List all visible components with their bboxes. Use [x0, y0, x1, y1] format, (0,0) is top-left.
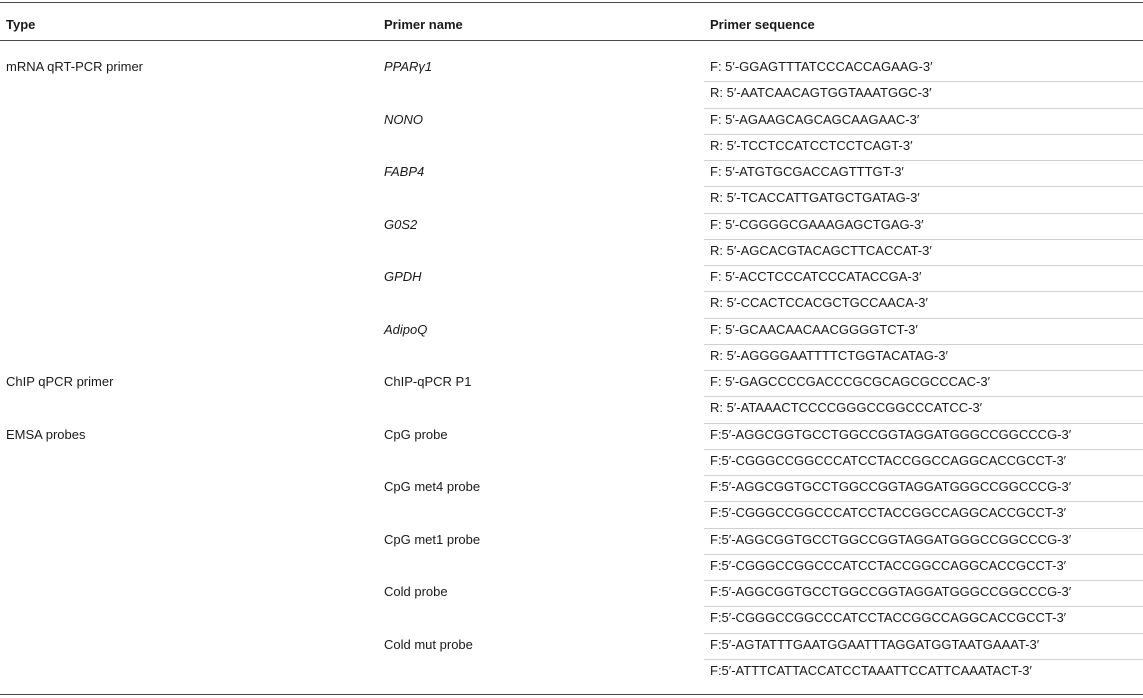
sequence-row-divider	[704, 107, 1143, 109]
primer-sequence-cell: R: 5′-AATCAACAGTGGTAAATGGC-3′	[710, 85, 932, 101]
primer-sequence-cell: F: 5′-GAGCCCCGACCCGCGCAGCGCCCAC-3′	[710, 374, 991, 389]
primer-name-cell: GPDH	[384, 269, 422, 284]
sequence-row-divider	[704, 606, 1143, 608]
type-cell: mRNA qRT-PCR primer	[6, 59, 144, 74]
table-header: Type Primer name Primer sequence	[0, 3, 1143, 40]
sequence-row-divider	[704, 370, 1143, 371]
primer-name-cell: CpG met1 probe	[384, 531, 481, 547]
primer-sequence-cell: F: 5′-GGAGTTTATCCCACCAGAAG-3′	[710, 59, 933, 74]
table-row: EMSA probes CpG probe F:5′-AGGCGGTGCCTGGCC…	[0, 422, 1143, 448]
primer-sequence-cell: R: 5′-CCACTCCACGCTGCCAACA-3′	[710, 295, 928, 311]
table-row: CpG met1 probe F:5′-AGGCGGTGCCTGGCCGGTAGG…	[0, 527, 1143, 553]
primer-sequence-cell: F:5′-CGGGCCGGCCCATCCTACCGGCCAGGCACCGCCT-…	[710, 505, 1067, 521]
primer-sequence-cell: R: 5′-AGGGGAATTTTCTGGTACATAG-3′	[710, 347, 948, 363]
sequence-row-divider	[704, 527, 1143, 529]
primer-name-cell: Cold probe	[384, 584, 448, 599]
table-row: FABP4 F: 5′-ATGTGCGACCAGTTTGT-3′	[0, 160, 1143, 185]
sequence-row-divider	[704, 186, 1143, 188]
primer-sequence-cell: F: 5′-CGGGGCGAAAGAGCTGAG-3′	[710, 216, 924, 232]
primer-name-cell: Cold mut probe	[384, 636, 473, 652]
sequence-row-divider	[704, 553, 1143, 555]
table-row: NONO F: 5′-AGAAGCAGCAGCAAGAAC-3′	[0, 107, 1143, 133]
primer-sequence-cell: F: 5′-ATGTGCGACCAGTTTGT-3′	[710, 164, 904, 179]
primer-name-cell: FABP4	[384, 164, 425, 179]
primer-name-cell: CpG met4 probe	[384, 479, 481, 494]
sequence-row-divider	[704, 580, 1143, 581]
header-primer-name: Primer name	[384, 17, 463, 32]
sequence-row-divider	[704, 317, 1143, 319]
primer-name-cell: ChIP-qPCR P1	[384, 374, 472, 389]
table-header-rule	[0, 40, 1143, 41]
table-row: F:5′-CGGGCCGGCCCATCCTACCGGCCAGGCACCGCCT-…	[0, 448, 1143, 474]
primer-name-cell: PPARγ1	[384, 59, 433, 74]
table-row: R: 5′-ATAAACTCCCCGGGCCGGCCCATCC-3′	[0, 396, 1143, 421]
primer-sequence-cell: F:5′-CGGGCCGGCCCATCCTACCGGCCAGGCACCGCCT-…	[710, 610, 1067, 626]
primer-sequence-cell: F:5′-AGGCGGTGCCTGGCCGGTAGGATGGGCCGGCCCG-…	[710, 479, 1072, 494]
sequence-row-divider	[704, 501, 1143, 503]
table-row: R: 5′-TCACCATTGATGCTGATAG-3′	[0, 186, 1143, 211]
table-row: CpG met4 probe F:5′-AGGCGGTGCCTGGCCGGTAGG…	[0, 475, 1143, 500]
primer-sequence-cell: F:5′-AGGCGGTGCCTGGCCGGTAGGATGGGCCGGCCCG-…	[710, 584, 1072, 599]
table-row: R: 5′-TCCTCCATCCTCCTCAGT-3′	[0, 133, 1143, 159]
sequence-row-divider	[704, 133, 1143, 135]
table-row: F:5′-CGGGCCGGCCCATCCTACCGGCCAGGCACCGCCT-…	[0, 553, 1143, 579]
primer-sequence-cell: F: 5′-GCAACAACAACGGGGTCT-3′	[710, 321, 918, 337]
header-type: Type	[6, 17, 36, 32]
sequence-row-divider	[704, 160, 1143, 161]
primer-sequence-cell: R: 5′-ATAAACTCCCCGGGCCGGCCCATCC-3′	[710, 400, 983, 416]
primer-sequence-cell: F:5′-CGGGCCGGCCCATCCTACCGGCCAGGCACCGCCT-…	[710, 557, 1067, 573]
table-row: Cold probe F:5′-AGGCGGTGCCTGGCCGGTAGGATGG…	[0, 580, 1143, 605]
primer-name-cell: AdipoQ	[384, 321, 428, 337]
sequence-row-divider	[704, 448, 1143, 450]
table-row: mRNA qRT-PCR primer PPARγ1 F: 5′-GGAGTTTAT…	[0, 55, 1143, 80]
table-row: GPDH F: 5′-ACCTCCCATCCCATACCGA-3′	[0, 265, 1143, 290]
sequence-row-divider	[704, 81, 1143, 83]
table-row: R: 5′-AGCACGTACAGCTTCACCAT-3′	[0, 238, 1143, 264]
sequence-row-divider	[704, 658, 1143, 660]
sequence-row-divider	[704, 475, 1143, 476]
table-row: R: 5′-AGGGGAATTTTCTGGTACATAG-3′	[0, 343, 1143, 369]
type-cell: EMSA probes	[6, 426, 86, 442]
sequence-row-divider	[704, 396, 1143, 398]
sequence-row-divider	[704, 212, 1143, 214]
table-row: G0S2 F: 5′-CGGGGCGAAAGAGCTGAG-3′	[0, 212, 1143, 238]
sequence-row-divider	[704, 291, 1143, 293]
primer-sequence-cell: F:5′-AGGCGGTGCCTGGCCGGTAGGATGGGCCGGCCCG-…	[710, 426, 1072, 442]
table-top-rule	[0, 2, 1143, 3]
primer-name-cell: CpG probe	[384, 426, 448, 442]
primer-sequence-cell: F:5′-ATTTCATTACCATCCTAAATTCCATTCAAATACT-…	[710, 662, 1032, 678]
primer-sequence-cell: R: 5′-TCCTCCATCCTCCTCAGT-3′	[710, 137, 913, 153]
sequence-row-divider	[704, 343, 1143, 345]
table-row: AdipoQ F: 5′-GCAACAACAACGGGGTCT-3′	[0, 317, 1143, 343]
table-row: F:5′-ATTTCATTACCATCCTAAATTCCATTCAAATACT-…	[0, 658, 1143, 684]
primer-sequence-cell: F:5′-CGGGCCGGCCCATCCTACCGGCCAGGCACCGCCT-…	[710, 452, 1067, 468]
table-row: R: 5′-AATCAACAGTGGTAAATGGC-3′	[0, 81, 1143, 106]
primer-sequence-cell: F:5′-AGGCGGTGCCTGGCCGGTAGGATGGGCCGGCCCG-…	[710, 531, 1072, 547]
primer-sequence-cell: F:5′-AGTATTTGAATGGAATTTAGGATGGTAATGAAAT-…	[710, 636, 1040, 652]
table-row: F:5′-CGGGCCGGCCCATCCTACCGGCCAGGCACCGCCT-…	[0, 606, 1143, 631]
primer-name-cell: NONO	[384, 111, 423, 127]
sequence-row-divider	[704, 422, 1143, 424]
primer-sequence-cell: R: 5′-TCACCATTGATGCTGATAG-3′	[710, 190, 920, 206]
primer-sequence-cell: F: 5′-ACCTCCCATCCCATACCGA-3′	[710, 269, 922, 284]
header-primer-sequence: Primer sequence	[710, 17, 815, 32]
sequence-row-divider	[704, 632, 1143, 634]
table-row: R: 5′-CCACTCCACGCTGCCAACA-3′	[0, 291, 1143, 316]
table-row: ChIP qPCR primer ChIP-qPCR P1 F: 5′-GAGCCC…	[0, 370, 1143, 395]
sequence-row-divider	[704, 265, 1143, 266]
primer-sequence-cell: F: 5′-AGAAGCAGCAGCAAGAAC-3′	[710, 111, 920, 127]
table-bottom-rule	[0, 694, 1143, 695]
table-row: F:5′-CGGGCCGGCCCATCCTACCGGCCAGGCACCGCCT-…	[0, 501, 1143, 526]
primer-name-cell: G0S2	[384, 216, 418, 232]
sequence-row-divider	[704, 238, 1143, 240]
primer-sequence-cell: R: 5′-AGCACGTACAGCTTCACCAT-3′	[710, 242, 932, 258]
type-cell: ChIP qPCR primer	[6, 374, 114, 389]
table-row: Cold mut probe F:5′-AGTATTTGAATGGAATTTAGG…	[0, 632, 1143, 658]
